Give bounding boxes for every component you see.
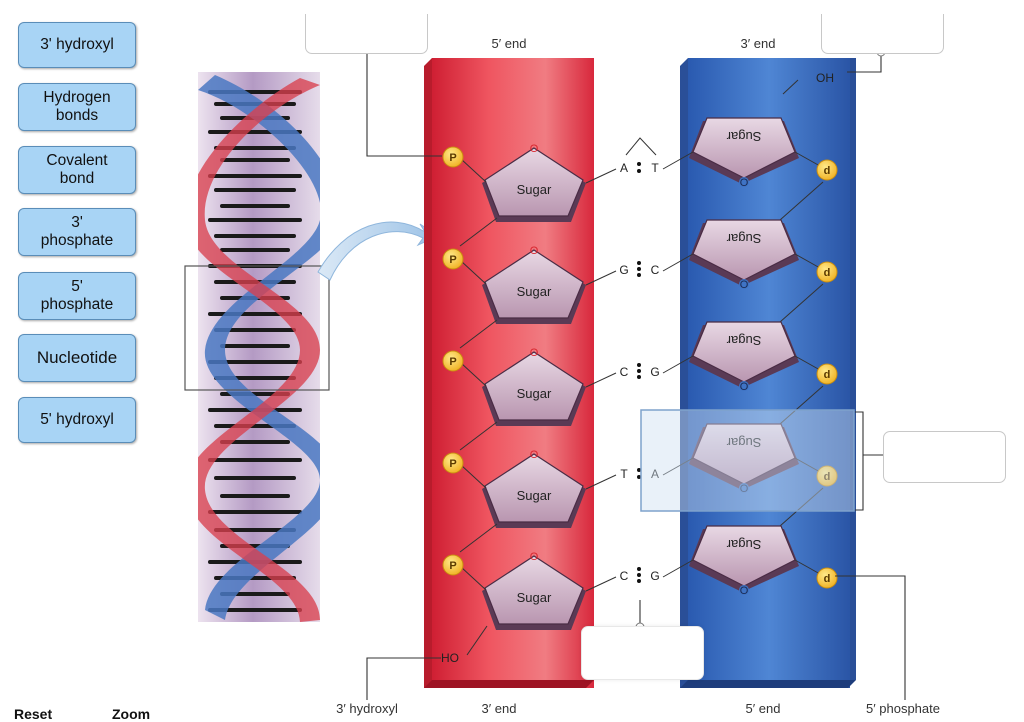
svg-text:d: d (824, 471, 831, 483)
ring-oxygen: O (530, 245, 539, 257)
sugar-label: Sugar (726, 333, 761, 348)
right-phosphate: d (816, 159, 838, 181)
sugar-label: Sugar (517, 488, 552, 503)
ring-oxygen: O (740, 177, 749, 189)
left-phosphate: P (442, 452, 464, 474)
ring-oxygen: O (530, 551, 539, 563)
hydrogen-bond-dots (637, 162, 641, 173)
double-helix-illustration (184, 72, 330, 622)
label-nucleotide[interactable]: Nucleotide (18, 334, 136, 382)
left-sugar: Sugar O (482, 143, 586, 222)
hydroxyl-top-text: OH (816, 71, 834, 85)
left-sugar: Sugar O (482, 551, 586, 630)
ring-oxygen: O (740, 483, 749, 495)
base-left: C (620, 365, 629, 379)
svg-text:P: P (449, 560, 456, 572)
hydroxyl-bottom-text: HO (441, 651, 459, 665)
hydrogen-bond-dots (637, 363, 641, 379)
ring-oxygen: O (530, 449, 539, 461)
left-strand-bottom-label: 3′ end (482, 701, 517, 716)
label-3-hydroxyl[interactable]: 3' hydroxyl (18, 22, 136, 68)
left-phosphate: P (442, 248, 464, 270)
sugar-label: Sugar (726, 231, 761, 246)
svg-text:d: d (824, 267, 831, 279)
drop-target-top-right[interactable] (821, 14, 944, 54)
drop-target-bottom[interactable] (581, 626, 704, 680)
base-right: C (651, 263, 660, 277)
base-right: G (650, 569, 659, 583)
right-phosphate: d (816, 363, 838, 385)
drop-target-nucleotide[interactable] (883, 431, 1006, 483)
base-left: C (620, 569, 629, 583)
zoom-region-box (184, 265, 330, 391)
left-phosphate: P (442, 146, 464, 168)
label-5-phosphate[interactable]: 5' phosphate (18, 272, 136, 320)
highlight-region (640, 409, 855, 512)
sugar-label: Sugar (517, 182, 552, 197)
svg-text:P: P (449, 254, 456, 266)
sugar-label: Sugar (726, 129, 761, 144)
label-hydrogen-bonds[interactable]: Hydrogen bonds (18, 83, 136, 131)
ring-oxygen: O (740, 585, 749, 597)
hydrogen-bond-dots (637, 567, 641, 583)
hydrogen-bond-dots (637, 468, 641, 479)
ring-oxygen: O (530, 347, 539, 359)
sugar-label: Sugar (517, 590, 552, 605)
right-strand-bottom-label: 5′ end (746, 701, 781, 716)
sugar-label: Sugar (517, 284, 552, 299)
five-prime-phosphate-caption: 5′ phosphate (866, 701, 940, 716)
label-5-hydroxyl[interactable]: 5' hydroxyl (18, 397, 136, 443)
base-left: G (619, 263, 628, 277)
ring-oxygen: O (530, 143, 539, 155)
base-right: A (651, 467, 659, 481)
left-sugar: Sugar O (482, 449, 586, 528)
label-3-phosphate[interactable]: 3' phosphate (18, 208, 136, 256)
reset-button[interactable]: Reset (14, 706, 53, 722)
leader-lines (366, 52, 906, 700)
right-phosphate: d (816, 567, 838, 589)
sugar-label: Sugar (726, 435, 761, 450)
left-phosphate: P (442, 350, 464, 372)
svg-text:d: d (824, 573, 831, 585)
left-sugar: Sugar O (482, 245, 586, 324)
base-left: A (620, 161, 628, 175)
left-phosphate: P (442, 554, 464, 576)
right-phosphate: d (816, 465, 838, 487)
right-phosphate: d (816, 261, 838, 283)
base-left: T (620, 467, 628, 481)
left-strand-top-label: 5′ end (492, 36, 527, 51)
svg-text:P: P (449, 152, 456, 164)
sugar-label: Sugar (726, 537, 761, 552)
base-right: G (650, 365, 659, 379)
hydrogen-bond-dots (637, 261, 641, 277)
label-covalent-bond[interactable]: Covalent bond (18, 146, 136, 194)
right-strand-top-label: 3′ end (741, 36, 776, 51)
ring-oxygen: O (740, 279, 749, 291)
left-sugar: Sugar O (482, 347, 586, 426)
base-pair-caret (625, 137, 657, 156)
zoom-arrow (317, 221, 440, 281)
zoom-button[interactable]: Zoom (112, 706, 151, 722)
svg-text:P: P (449, 356, 456, 368)
sugar-label: Sugar (517, 386, 552, 401)
three-prime-hydroxyl-caption: 3′ hydroxyl (336, 701, 398, 716)
drop-target-top-left[interactable] (305, 14, 428, 54)
base-right: T (651, 161, 659, 175)
ring-oxygen: O (740, 381, 749, 393)
svg-text:P: P (449, 458, 456, 470)
svg-text:d: d (824, 165, 831, 177)
svg-text:d: d (824, 369, 831, 381)
